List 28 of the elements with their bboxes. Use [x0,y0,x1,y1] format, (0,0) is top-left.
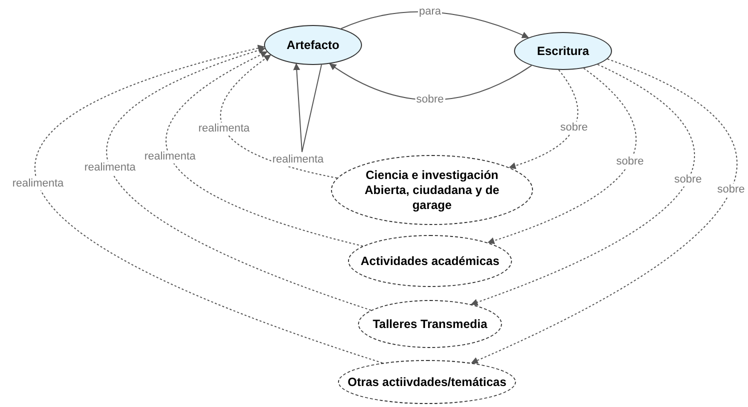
arrow [470,58,738,364]
arrow [293,63,322,152]
arrow [106,47,372,311]
edge-label: para [418,6,442,18]
edge-label: realimenta [197,122,251,136]
ellipse-node [264,25,362,65]
edge-label: sobre [716,184,746,196]
arrow [166,51,364,247]
node-label: Escritura [536,44,590,58]
edge-label: realimenta [11,178,65,190]
arrow [340,11,529,38]
arrow [36,44,383,364]
node-label: Artefacto [286,38,340,52]
edge-label: sobre [673,174,703,186]
ellipse-node [514,32,612,70]
edge-label: realimenta [83,162,137,174]
node-label: Actividades académicas [360,254,500,268]
node-label: Otras actiivdades/temáticas [348,374,506,390]
edge-label: sobre [615,156,645,168]
arrow [220,54,338,179]
edge-label: realimenta [143,150,197,164]
arrow [487,68,636,244]
edge-label: sobre [559,122,589,134]
edge-label: realimenta [271,154,325,166]
arrow [470,64,695,306]
node-label: Talleres Transmedia [372,316,488,332]
arrow [508,69,578,169]
node-label: Ciencia e investigación Abierta, ciudadana y de garage [364,168,500,212]
